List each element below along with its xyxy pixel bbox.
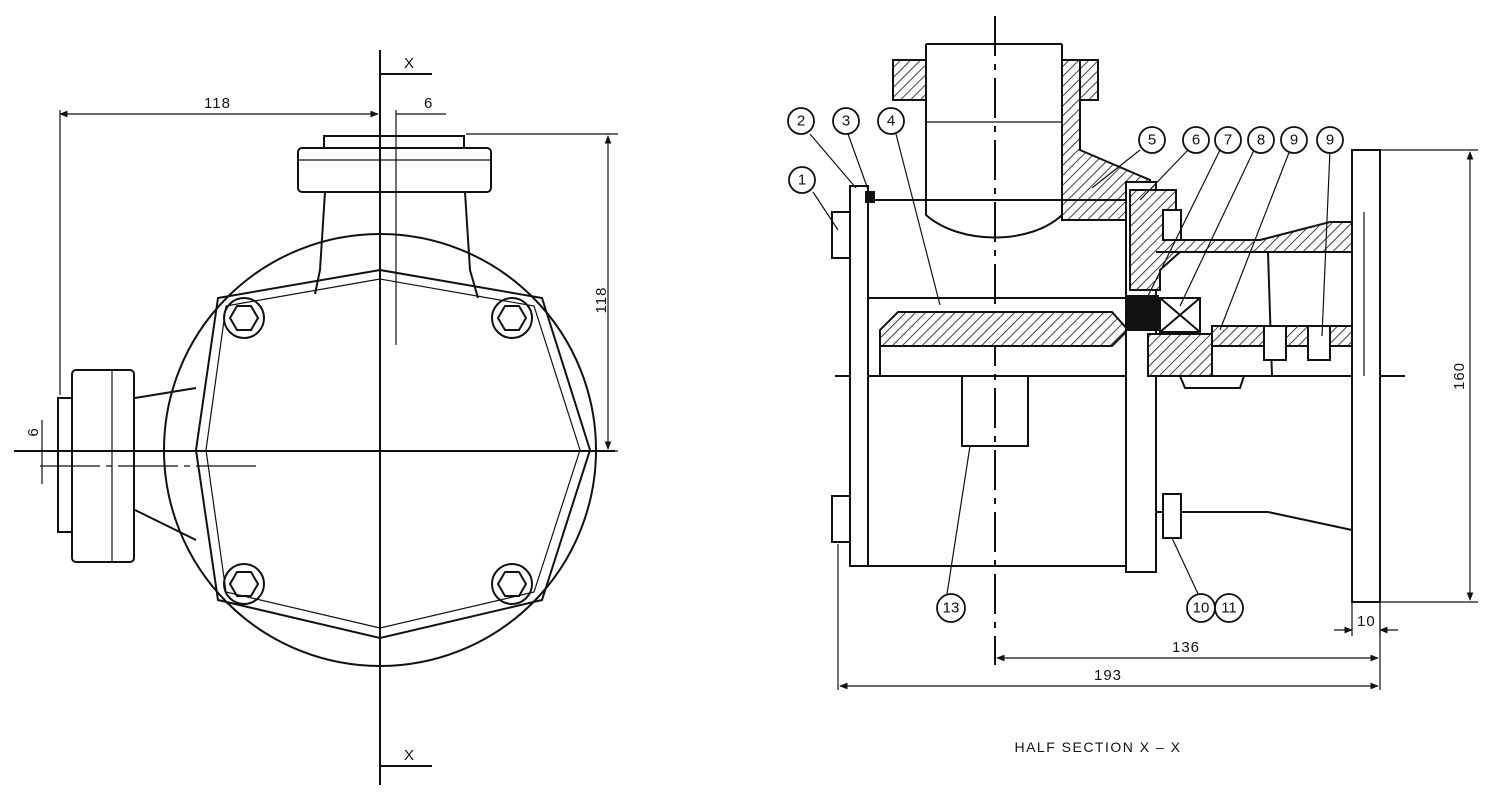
dim-length-136: 136 xyxy=(996,604,1381,690)
bolt-1-top xyxy=(831,211,851,259)
o-ring-3 xyxy=(865,191,875,203)
dim-height-118: 118 xyxy=(466,133,618,452)
dim-offset-6-left: 6 xyxy=(25,420,43,484)
dim-width-118: 118 xyxy=(59,95,379,395)
dim-flange-10-label: 10 xyxy=(1357,613,1376,630)
outlet-pipe-wall-left xyxy=(925,44,1063,239)
balloon-13: 13 xyxy=(936,593,966,623)
inlet-flange xyxy=(1351,149,1381,603)
dim-offset-6-top-label: 6 xyxy=(424,95,433,112)
balloon-13-label: 13 xyxy=(943,600,960,617)
balloon-11: 11 xyxy=(1214,593,1244,623)
balloon-9b-label: 9 xyxy=(1326,132,1334,149)
top-flange xyxy=(297,147,492,193)
casing-end-plate xyxy=(849,185,869,567)
dim-length-136-label: 136 xyxy=(1172,639,1200,656)
bolt-10-top xyxy=(1162,209,1182,241)
balloon-8-label: 8 xyxy=(1257,132,1265,149)
bolt-10-bottom xyxy=(1162,493,1182,539)
balloon-9a: 9 xyxy=(1280,126,1308,154)
outlet-flange-left xyxy=(892,59,927,101)
balloon-8: 8 xyxy=(1247,126,1275,154)
bolt-1-bottom xyxy=(831,495,851,543)
impeller xyxy=(879,311,1130,347)
leader-lines xyxy=(809,133,1331,599)
section-view: 1 2 3 4 5 6 7 8 9 9 13 10 11 160 10 xyxy=(787,16,1478,755)
balloon-1: 1 xyxy=(788,166,816,194)
balloon-7: 7 xyxy=(1214,126,1242,154)
left-flange-face xyxy=(57,397,73,533)
balloon-2-label: 2 xyxy=(797,113,805,130)
balloon-3-label: 3 xyxy=(842,113,850,130)
balloon-6: 6 xyxy=(1182,126,1210,154)
dim-height-160-label: 160 xyxy=(1451,362,1468,390)
balloon-4: 4 xyxy=(877,107,905,135)
top-flange-face xyxy=(323,135,465,149)
dim-length-193: 193 xyxy=(837,544,1379,690)
balloon-2: 2 xyxy=(787,107,815,135)
balloon-9a-label: 9 xyxy=(1290,132,1298,149)
balloon-7-label: 7 xyxy=(1224,132,1232,149)
pin-9-a xyxy=(1263,325,1287,361)
balloon-1-label: 1 xyxy=(798,172,806,189)
balloon-4-label: 4 xyxy=(887,113,895,130)
dim-height-118-label: 118 xyxy=(593,287,610,314)
balloon-5: 5 xyxy=(1138,126,1166,154)
seal-7 xyxy=(1127,295,1159,331)
section-mark-bottom: X xyxy=(380,747,432,767)
balloon-6-label: 6 xyxy=(1192,132,1200,149)
dim-length-193-label: 193 xyxy=(1094,667,1122,684)
section-caption: HALF SECTION X – X xyxy=(1014,739,1181,755)
pin-9-b xyxy=(1307,325,1331,361)
pump-body-outline xyxy=(194,268,592,640)
balloon-10-label: 10 xyxy=(1193,600,1210,617)
section-mark-bottom-label: X xyxy=(404,747,415,764)
bolt-bottom-right xyxy=(491,563,533,605)
balloon-5-label: 5 xyxy=(1148,132,1156,149)
section-mark-top-label: X xyxy=(404,55,415,72)
dim-width-118-label: 118 xyxy=(204,95,231,112)
bolt-top-left xyxy=(223,297,265,339)
left-neck xyxy=(134,387,197,541)
section-mark-top: X xyxy=(380,55,432,75)
front-view: X X 118 6 118 6 xyxy=(14,50,618,785)
pump-body-inner xyxy=(205,278,581,629)
balloon-11-label: 11 xyxy=(1221,600,1237,617)
balloon-9b: 9 xyxy=(1316,126,1344,154)
dim-offset-6-top: 6 xyxy=(396,95,446,115)
bolt-bottom-left xyxy=(223,563,265,605)
dim-height-160: 160 xyxy=(1380,149,1478,603)
balloon-10: 10 xyxy=(1186,593,1216,623)
bolt-top-right xyxy=(491,297,533,339)
bearing-8 xyxy=(1159,297,1201,333)
balloon-3: 3 xyxy=(832,107,860,135)
dim-offset-6-left-label: 6 xyxy=(25,427,42,436)
shaft-stub-13 xyxy=(961,375,1029,447)
casing-body xyxy=(867,199,1127,567)
shaft-groove xyxy=(1179,375,1245,389)
dim-flange-10: 10 xyxy=(1334,602,1398,636)
top-neck xyxy=(314,191,479,299)
